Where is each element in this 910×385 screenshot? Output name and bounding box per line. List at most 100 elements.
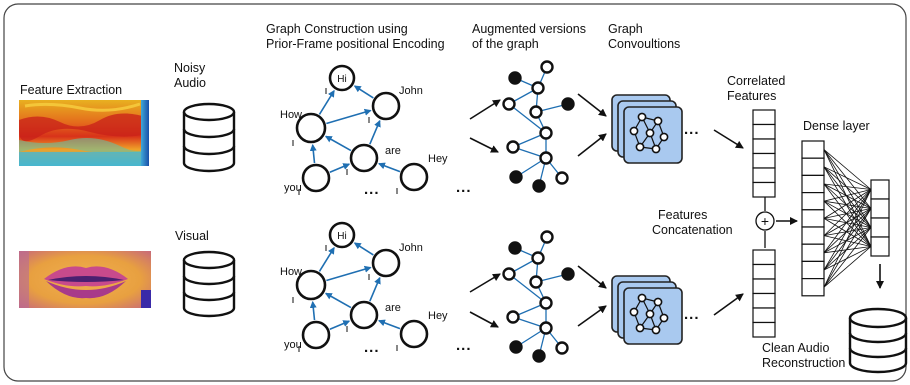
dense-connection — [823, 227, 872, 236]
visual-label: Visual — [175, 229, 209, 243]
conv-ellipsis-bottom: ... — [684, 306, 700, 323]
graph-edge — [324, 292, 352, 309]
graph-edge — [326, 108, 372, 125]
dense-connection — [823, 149, 872, 190]
aug-node — [508, 241, 522, 255]
dense-input-cell — [801, 260, 825, 280]
arrow-aug-to-conv-bottom-1 — [577, 265, 607, 289]
graph-node — [301, 320, 331, 350]
aug-node — [561, 97, 575, 111]
aug-node — [532, 179, 546, 193]
database-top — [182, 250, 236, 270]
graph-node-word: Hi — [337, 74, 346, 85]
dense-input-cell — [801, 209, 825, 228]
database-body — [848, 318, 908, 374]
graph-node — [349, 143, 379, 173]
graph-node — [295, 112, 327, 144]
correlated-features-label-1: Correlated — [727, 74, 785, 88]
graph-edge — [353, 85, 374, 99]
aug-node — [508, 71, 522, 85]
plus-sign: + — [761, 213, 769, 229]
feature-vectors-group — [752, 109, 776, 338]
dense-connection — [823, 183, 872, 190]
augmented-title-2: of the graph — [472, 37, 539, 51]
dense-connection — [823, 208, 872, 288]
dense-connection — [823, 200, 872, 247]
graph-ellipsis-top: ... — [364, 181, 380, 198]
clean-audio-database-icon — [848, 307, 908, 374]
conv-node — [629, 126, 639, 136]
dense-connection — [823, 235, 872, 247]
aug-node — [532, 349, 546, 363]
graph-node-word: you — [284, 339, 302, 351]
correlated-vector-cell-top — [752, 109, 776, 126]
noisy-audio-label-2: Audio — [174, 76, 206, 90]
dense-connection — [823, 189, 872, 202]
arrow-aug-to-conv-top-1 — [577, 93, 607, 117]
graph-edge — [378, 319, 401, 330]
graph-node-word: you — [284, 182, 302, 194]
dense-connection — [823, 189, 872, 219]
conv-node — [659, 313, 669, 323]
graph-node-word: John — [399, 242, 423, 254]
graph-edge — [309, 300, 317, 321]
database-ring — [848, 332, 908, 344]
conv-ellipsis-top: ... — [684, 121, 700, 138]
concat-plus-node: + — [755, 211, 775, 231]
concat-label-1: Features — [658, 208, 707, 222]
graph-node-word: Hey — [428, 310, 448, 322]
aug-node — [502, 267, 516, 281]
feature-extraction-label: Feature Extraction — [20, 83, 122, 97]
database-ring — [182, 291, 236, 302]
graph-node-word: John — [399, 85, 423, 97]
graph-ellipsis-bottom: ... — [364, 339, 380, 356]
dense-layer-label: Dense layer — [803, 119, 870, 133]
correlated-vector-cell-top — [752, 181, 776, 198]
dense-connection — [823, 166, 872, 190]
conv-node — [659, 132, 669, 142]
aug-node — [539, 151, 553, 165]
correlated-vector-cell-bottom — [752, 249, 776, 266]
database-ring — [848, 347, 908, 359]
dense-connection — [823, 246, 872, 254]
conv-node — [651, 144, 661, 154]
dense-connection — [823, 246, 872, 271]
dense-connection — [823, 246, 872, 288]
graph-node — [399, 162, 429, 192]
noisy-audio-label-1: Noisy — [174, 61, 206, 75]
dense-connection — [823, 189, 872, 271]
dense-output-cell — [870, 217, 890, 238]
dense-input-cell — [801, 278, 825, 297]
correlated-vector-cell-bottom — [752, 278, 776, 295]
spectrogram-image — [19, 100, 149, 166]
flow-arrows-group — [469, 93, 884, 328]
aug-node — [531, 81, 545, 95]
graph-node — [328, 64, 356, 92]
graph-node-word: How — [280, 266, 302, 278]
conv-node — [645, 128, 655, 138]
correlated-vector-cell-top — [752, 152, 776, 169]
graph-node — [301, 163, 331, 193]
conv-node — [637, 293, 647, 303]
correlated-vector-cell-bottom — [752, 263, 776, 280]
graph-edge — [378, 162, 401, 173]
correlated-vector-cell-bottom — [752, 321, 776, 338]
visual-database-icon — [182, 250, 236, 318]
noisy-audio-database-icon — [182, 102, 236, 173]
correlated-features-label-2: Features — [727, 89, 776, 103]
lips-image — [19, 251, 151, 308]
conv-node — [629, 307, 639, 317]
graph-edge — [326, 265, 372, 282]
dense-connection — [823, 189, 872, 254]
dense-connection — [823, 166, 872, 247]
dense-connection — [823, 200, 872, 209]
graph-edge — [329, 320, 351, 330]
graph-edge — [369, 276, 381, 302]
arrow-conv-to-vector-top — [713, 129, 744, 149]
correlated-vector-cell-bottom — [752, 307, 776, 324]
aug-node — [561, 267, 575, 281]
correlated-vector-cell-top — [752, 167, 776, 184]
augmented-graphs-group — [502, 60, 575, 363]
clean-audio-label-2: Reconstruction — [762, 356, 845, 370]
correlated-vector-cell-top — [752, 138, 776, 155]
